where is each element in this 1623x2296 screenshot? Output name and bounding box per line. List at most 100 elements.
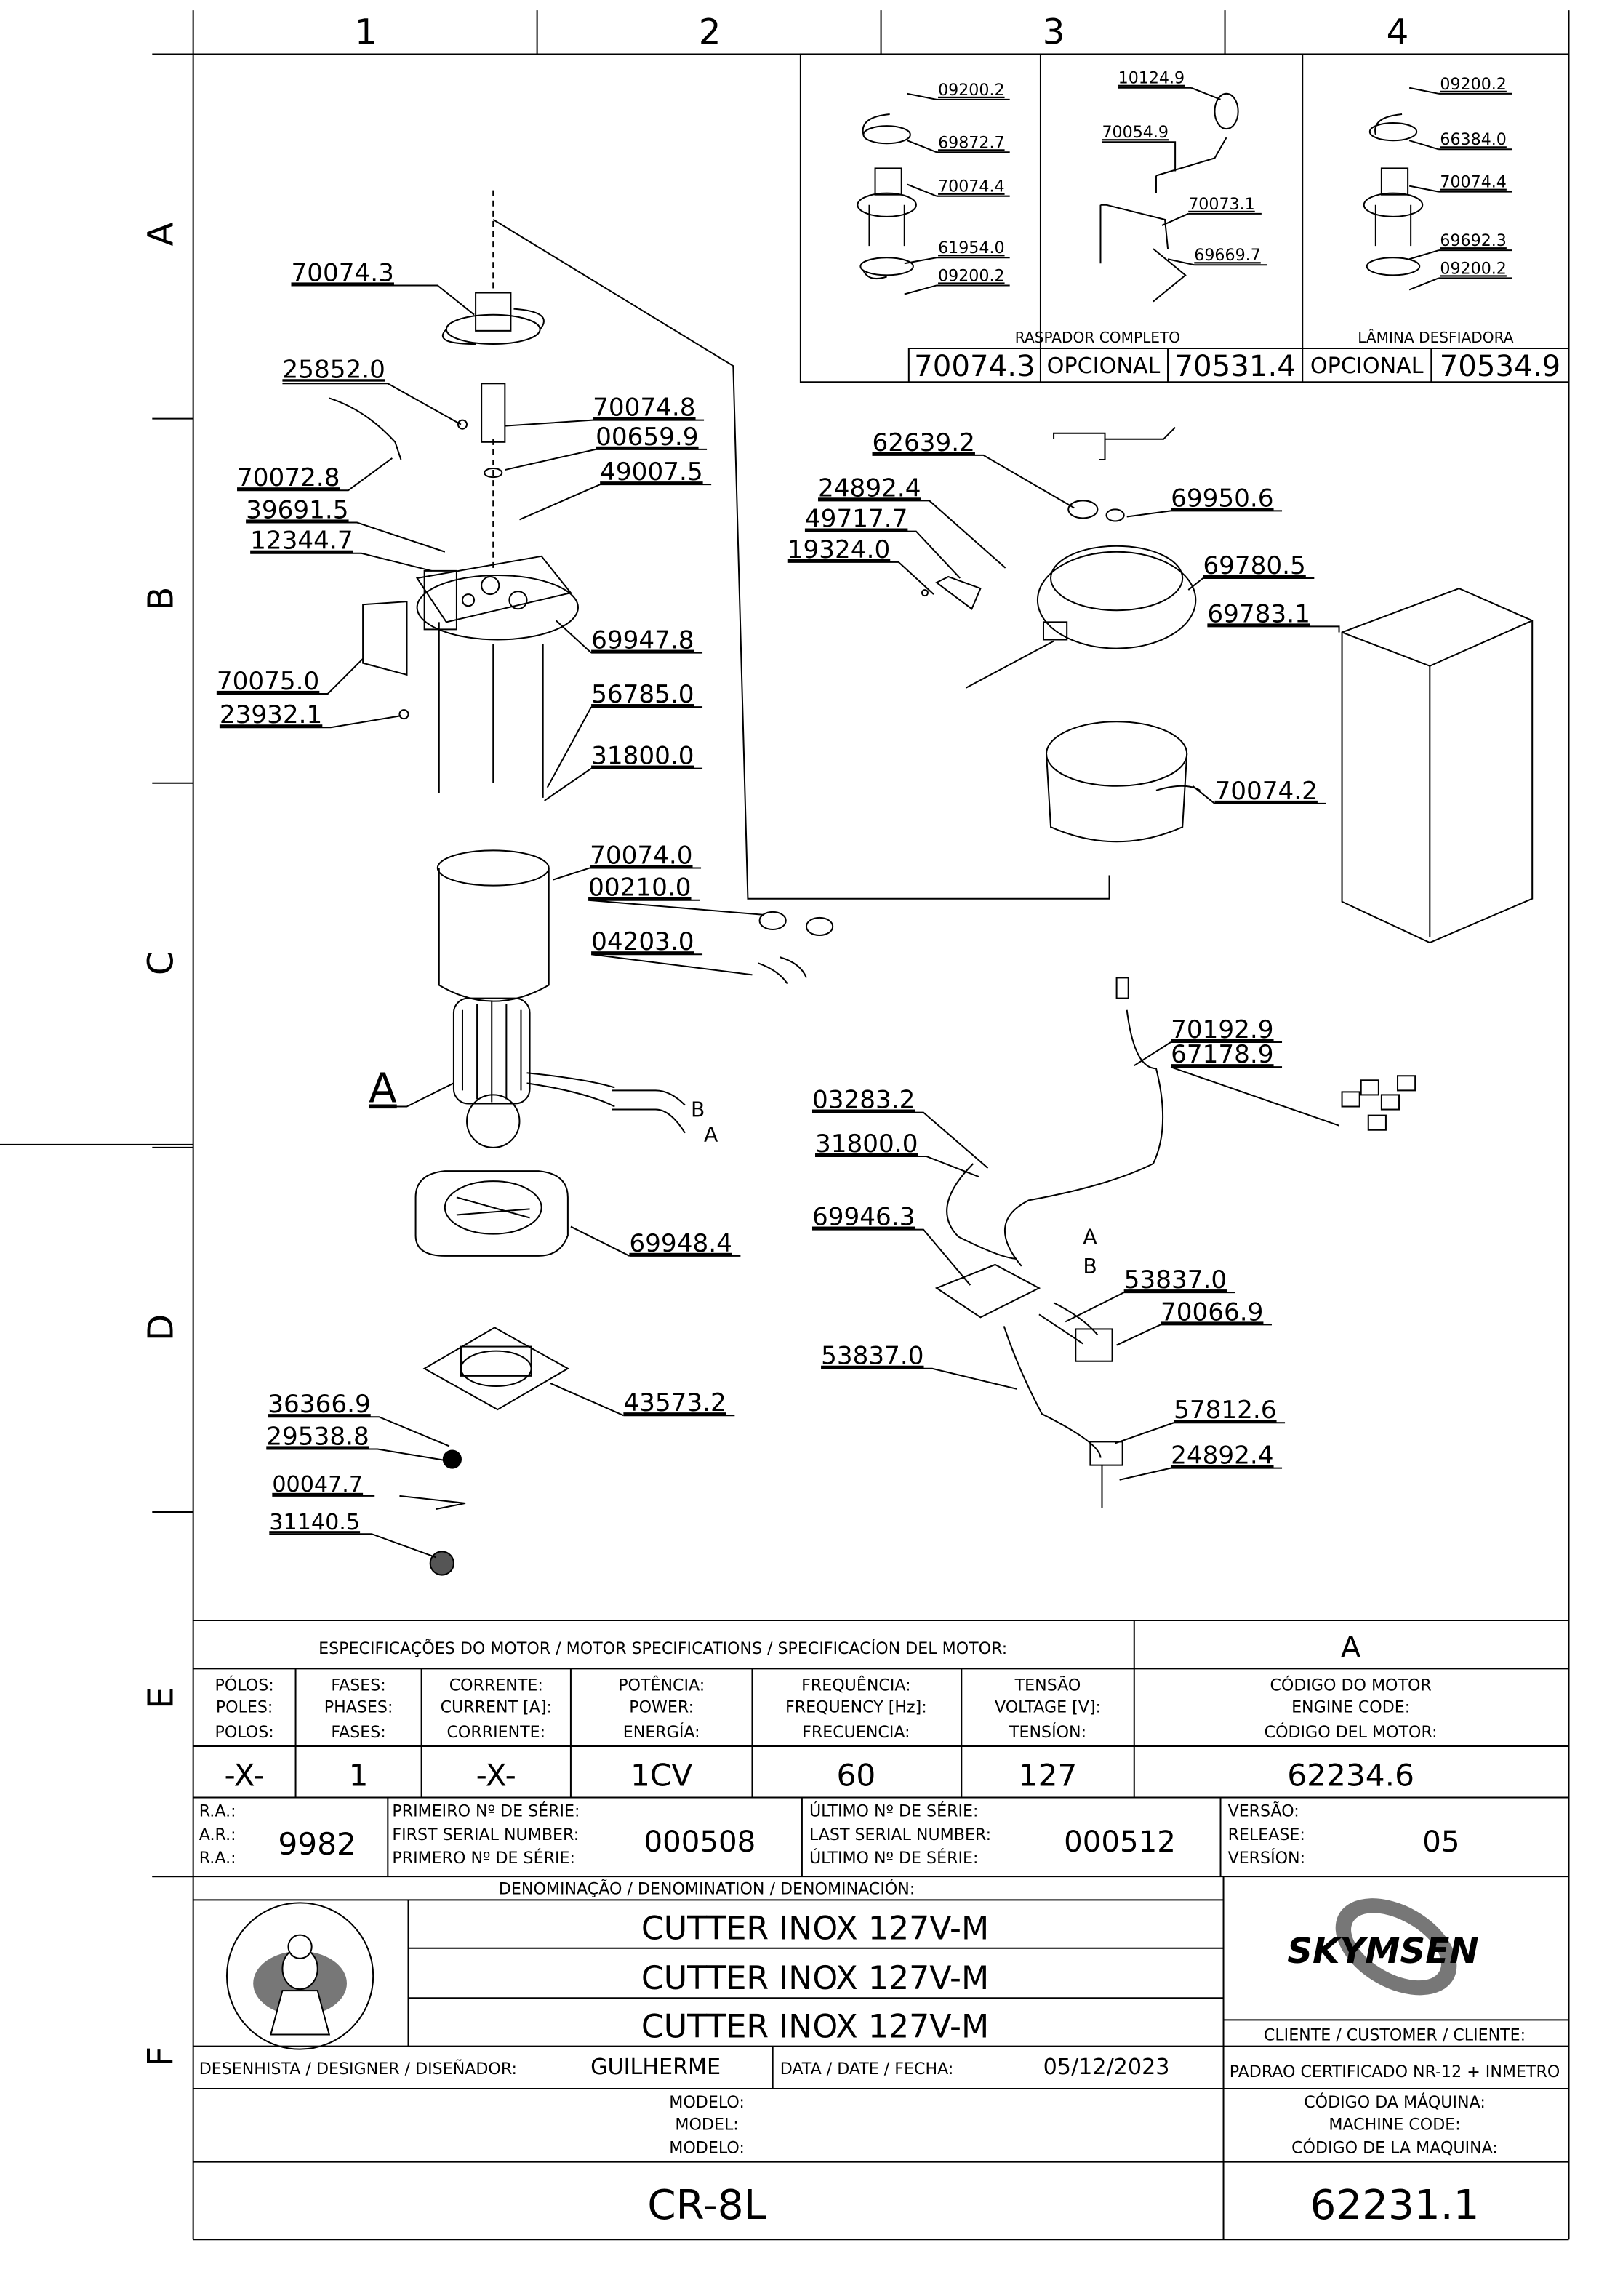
model-label: MODELO: — [669, 2093, 745, 2112]
assembly-line — [492, 219, 1110, 900]
shredder-inset-label: 69692.3 — [1440, 231, 1507, 250]
part-label: 39691.5 — [246, 495, 348, 524]
part-label: 56785.0 — [591, 680, 694, 709]
spec-header: TENSÃO — [1014, 1675, 1081, 1695]
spec-header: FRECUENCIA: — [802, 1723, 910, 1742]
blade-inset-label: 09200.2 — [938, 266, 1005, 285]
spec-header: PHASES: — [324, 1698, 393, 1717]
shredder-inset-label: 70074.4 — [1440, 173, 1507, 192]
spec-header: CÓDIGO DEL MOTOR: — [1265, 1721, 1438, 1742]
blade-inset-label: 69872.7 — [938, 133, 1005, 152]
spec-header: CURRENT [A]: — [441, 1698, 552, 1717]
spec-header: POTÊNCIA: — [618, 1675, 705, 1695]
grid-row-d: D — [140, 1314, 181, 1341]
part-label: 43573.2 — [623, 1388, 726, 1417]
spec-header: ENERGÍA: — [623, 1721, 700, 1742]
part-label: 49717.7 — [805, 505, 907, 534]
shredder-inset-label: 09200.2 — [1440, 259, 1507, 278]
part-label: 04203.0 — [591, 927, 694, 956]
spec-value-voltage: 127 — [1019, 1757, 1078, 1793]
optional-parts-box — [799, 53, 1570, 383]
grid-col-1: 1 — [355, 12, 377, 52]
product-title-line: CUTTER INOX 127V-M — [641, 2009, 989, 2046]
title-block-lines — [152, 1619, 1569, 2240]
part-label: 00047.7 — [272, 1472, 363, 1497]
scraper-inset-label: 69669.7 — [1194, 246, 1261, 265]
part-label: 03283.2 — [812, 1086, 915, 1115]
motor-callout-label: A — [369, 1065, 397, 1112]
scraper-inset-label: 70054.9 — [1102, 123, 1168, 142]
spec-value-poles: -X- — [224, 1757, 264, 1793]
grid-col-2: 2 — [699, 12, 721, 52]
part-label: 31140.5 — [269, 1510, 360, 1535]
blade-inset-label: 09200.2 — [938, 81, 1005, 100]
part-label: 70192.9 — [1171, 1015, 1273, 1044]
base-housing-drawing — [414, 1170, 569, 1257]
spec-header: POLOS: — [215, 1723, 273, 1742]
grid-row-b: B — [140, 587, 181, 611]
part-label: 23932.1 — [220, 700, 322, 729]
part-label: 24892.4 — [818, 473, 921, 503]
last-serial-value: 000512 — [1064, 1825, 1176, 1859]
blade-inset-code: 70074.3 — [914, 350, 1035, 383]
wiring-harness-drawing — [934, 977, 1416, 1508]
grid-row-f: F — [140, 2047, 181, 2067]
grid-col-4: 4 — [1387, 12, 1409, 52]
part-label: 69948.4 — [629, 1229, 732, 1258]
wire-b-label: B — [691, 1098, 705, 1122]
spec-header: CORRIENTE: — [446, 1723, 545, 1742]
ra-label: R.A.: — [199, 1849, 236, 1868]
lid-and-scraper-drawing — [921, 426, 1197, 649]
blade-inset-label: 61954.0 — [938, 239, 1005, 257]
long-screws-drawing — [438, 622, 544, 798]
first-serial-label: PRIMEIRO Nº DE SÉRIE: — [392, 1801, 580, 1821]
part-label: 67178.9 — [1171, 1040, 1273, 1069]
part-label: 53837.0 — [1124, 1265, 1227, 1295]
spec-value-current: -X- — [476, 1757, 516, 1793]
part-label: 69946.3 — [812, 1203, 915, 1232]
part-label: 70074.0 — [590, 841, 692, 870]
part-label: 29538.8 — [266, 1422, 369, 1451]
spec-header: CÓDIGO DO MOTOR — [1270, 1675, 1431, 1695]
cabinet-drawing — [1341, 587, 1534, 944]
part-label: 70066.9 — [1161, 1297, 1263, 1327]
ra-label: R.A.: — [199, 1802, 236, 1821]
part-label: 62639.2 — [873, 428, 975, 457]
part-label: 70072.8 — [237, 463, 340, 492]
brand-name: SKYMSEN — [1287, 1931, 1478, 1972]
part-label: 25852.0 — [282, 355, 385, 384]
spec-header: ENGINE CODE: — [1291, 1698, 1410, 1717]
first-serial-value: 000508 — [644, 1825, 756, 1859]
bowl-drawing — [1046, 721, 1201, 843]
part-label: 69780.5 — [1203, 551, 1305, 580]
model-label: MODEL: — [675, 2115, 738, 2134]
part-label: 24892.4 — [1171, 1441, 1273, 1471]
motor-id-letter: A — [1341, 1631, 1361, 1664]
shredder-caption: LÂMINA DESFIADORA — [1358, 329, 1514, 346]
certification-text: PADRAO CERTIFICADO NR-12 + INMETRO — [1230, 2063, 1560, 2081]
part-label: 70074.8 — [593, 393, 695, 423]
motor-drawing — [452, 997, 615, 1148]
part-label: 70075.0 — [217, 667, 319, 696]
drawing-date: 05/12/2023 — [1043, 2055, 1170, 2080]
brand-logo — [1335, 1898, 1457, 1996]
spec-header: VOLTAGE [V]: — [995, 1698, 1101, 1717]
leader-lines — [216, 284, 764, 1559]
product-title-line: CUTTER INOX 127V-M — [641, 1911, 989, 1948]
last-serial-label: LAST SERIAL NUMBER: — [809, 1825, 991, 1844]
part-label: 31800.0 — [591, 742, 694, 771]
scraper-inset-label: 10124.9 — [1118, 69, 1185, 88]
shredder-inset-code: 70534.9 — [1440, 350, 1560, 383]
spec-header: POLES: — [216, 1698, 273, 1717]
control-board-wire-a-label: A — [1083, 1225, 1097, 1249]
part-label: 31800.0 — [815, 1129, 918, 1159]
designer-label: DESENHISTA / DESIGNER / DISEÑADOR: — [199, 2058, 517, 2079]
grid-row-e: E — [140, 1687, 181, 1709]
lid-assembly-drawing — [362, 555, 579, 720]
designer-name: GUILHERME — [590, 2055, 721, 2080]
scraper-inset-code: 70531.4 — [1174, 350, 1295, 383]
model-value: CR-8L — [647, 2182, 766, 2229]
spec-header: CORRENTE: — [449, 1676, 543, 1695]
scraper-caption: RASPADOR COMPLETO — [1015, 329, 1180, 346]
version-value: 05 — [1422, 1825, 1459, 1859]
